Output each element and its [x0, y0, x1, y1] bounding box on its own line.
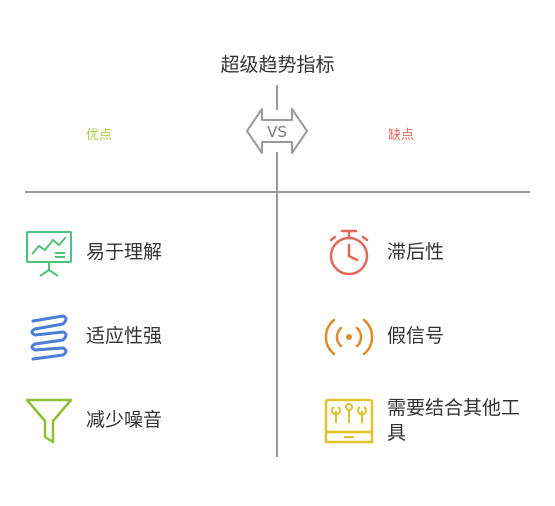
stopwatch-icon: [326, 228, 372, 276]
pros-item-3: 减少噪音: [86, 409, 163, 431]
cons-item-2: 假信号: [387, 325, 445, 347]
pros-item-2: 适应性强: [86, 325, 163, 347]
cons-item-3: 需要结合其他工具: [387, 397, 521, 444]
spring-icon: [27, 313, 71, 361]
diagram-title: 超级趋势指标: [220, 54, 335, 76]
pros-item-1: 易于理解: [86, 241, 163, 263]
cons-label: 缺点: [388, 128, 415, 143]
vs-label: VS: [267, 123, 287, 141]
presentation-chart-icon: [25, 228, 73, 278]
funnel-filter-icon: [24, 397, 74, 445]
toolbox-icon: [324, 397, 374, 445]
signal-broadcast-icon: [324, 314, 374, 360]
pros-label: 优点: [86, 128, 113, 143]
cons-item-1: 滞后性: [387, 241, 445, 263]
vs-badge-shape: [246, 108, 308, 154]
